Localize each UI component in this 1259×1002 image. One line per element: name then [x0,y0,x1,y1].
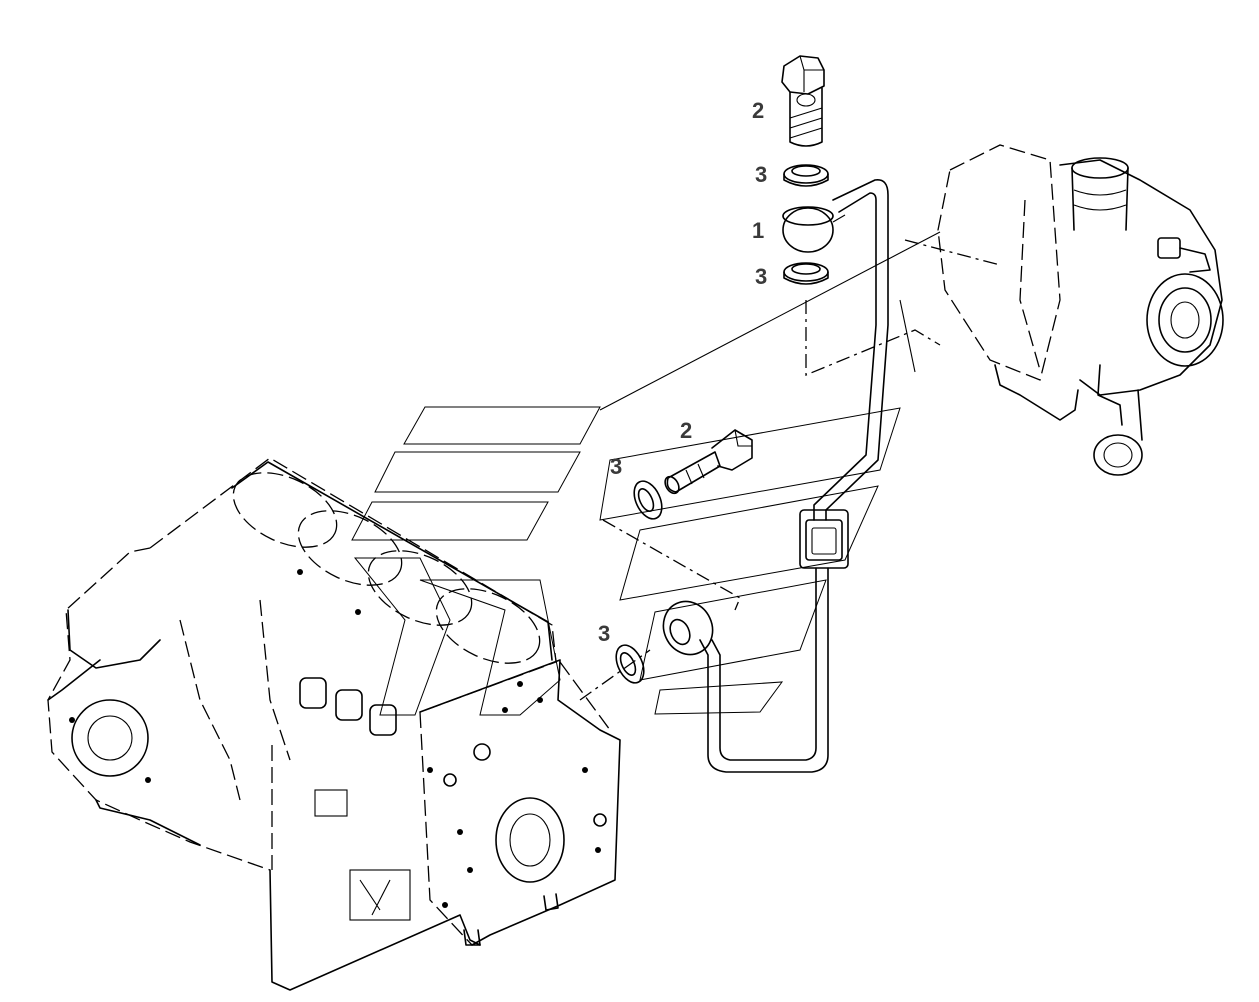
banjo-bolt-upper [781,55,825,147]
callout-part-2-lower: 2 [680,418,693,443]
engine-block [47,457,621,991]
banjo-bolt-lower [664,429,753,495]
sealing-washer-upper-a [783,164,829,187]
sealing-washer-upper-b [783,262,829,285]
callout-part-2-upper: 2 [752,98,765,123]
banjo-fitting-upper [782,206,846,253]
callout-part-3-upper-b: 3 [755,264,768,289]
callout-part-3-lower-a: 3 [610,454,623,479]
oil-return-pipe [662,178,889,773]
watermark-logo [351,406,901,716]
callout-part-3-lower-b: 3 [598,621,611,646]
assembly-centerlines [579,231,1001,701]
callout-part-3-upper-a: 3 [755,162,768,187]
sealing-washer-lower-a [633,480,663,520]
turbocharger [937,144,1224,476]
callout-part-1: 1 [752,218,765,243]
